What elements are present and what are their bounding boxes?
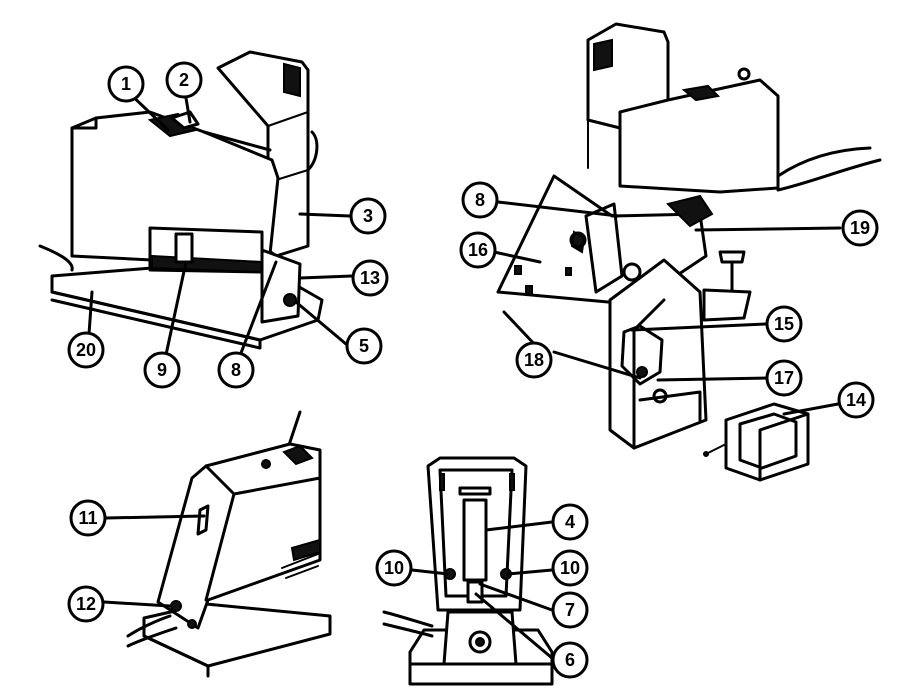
callout-label: 15 xyxy=(774,314,794,334)
callout-16: 16 xyxy=(459,231,497,269)
callout-10-right: 10 xyxy=(551,549,589,587)
stapler-rear-view xyxy=(126,410,332,678)
callout-10-left: 10 xyxy=(375,549,413,587)
callout-15: 15 xyxy=(765,305,803,343)
callout-19: 19 xyxy=(841,209,879,247)
callout-label: 10 xyxy=(560,558,580,578)
callout-label: 2 xyxy=(179,70,189,90)
callout-13: 13 xyxy=(351,259,389,297)
callout-label: 19 xyxy=(850,218,870,238)
callout-label: 12 xyxy=(76,594,96,614)
callout-8-open: 8 xyxy=(461,181,499,219)
callout-label: 4 xyxy=(565,512,575,532)
callout-label: 11 xyxy=(78,508,97,528)
callout-3: 3 xyxy=(349,197,387,235)
callout-label: 9 xyxy=(157,360,167,380)
stapler-head-front-view xyxy=(382,456,554,686)
callouts-view-3: 11 12 xyxy=(67,499,206,623)
callout-5: 5 xyxy=(345,327,383,365)
callout-label: 1 xyxy=(121,74,131,94)
callout-label: 13 xyxy=(360,268,380,288)
callout-1: 1 xyxy=(107,65,145,103)
callout-label: 16 xyxy=(468,240,488,260)
callouts-view-2: 8 16 19 15 18 17 14 xyxy=(459,181,879,419)
callout-9: 9 xyxy=(143,351,181,389)
callout-label: 6 xyxy=(565,650,575,670)
callout-8-front: 8 xyxy=(217,351,255,389)
callout-12: 12 xyxy=(67,585,105,623)
callout-20: 20 xyxy=(67,331,105,369)
callout-6: 6 xyxy=(551,641,589,679)
callout-11: 11 xyxy=(69,499,107,537)
callout-4: 4 xyxy=(551,503,589,541)
callout-label: 10 xyxy=(384,558,404,578)
callout-2: 2 xyxy=(165,61,203,99)
callout-label: 8 xyxy=(475,190,485,210)
callout-18: 18 xyxy=(515,341,553,379)
stapler-open-view xyxy=(496,22,882,482)
callout-label: 20 xyxy=(76,340,96,360)
callout-label: 17 xyxy=(774,368,794,388)
callouts-view-1: 1 2 3 13 5 20 9 8 xyxy=(67,61,389,389)
callout-17: 17 xyxy=(765,359,803,397)
callout-label: 14 xyxy=(846,390,866,410)
callout-7: 7 xyxy=(551,591,589,629)
callout-label: 18 xyxy=(524,350,544,370)
callout-14: 14 xyxy=(837,381,875,419)
callout-label: 8 xyxy=(231,360,241,380)
callout-label: 3 xyxy=(363,206,373,226)
callouts-view-4: 4 10 10 7 6 xyxy=(375,503,589,679)
callout-label: 5 xyxy=(359,336,369,356)
callout-label: 7 xyxy=(565,600,575,620)
